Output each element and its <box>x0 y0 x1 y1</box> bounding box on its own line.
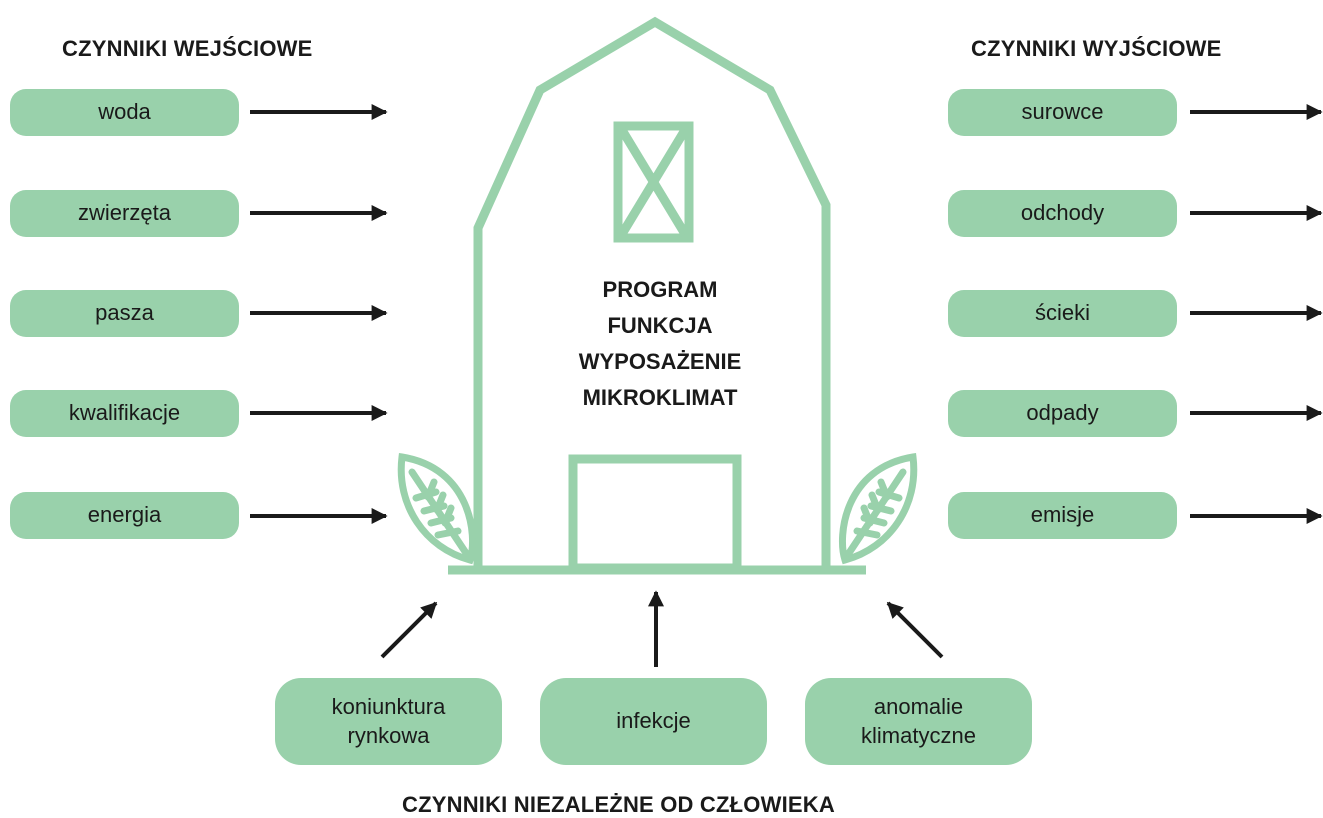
independent-item-infekcje: infekcje <box>540 678 767 765</box>
independent-item-koniunktura: koniunktura rynkowa <box>275 678 502 765</box>
output-item-emisje: emisje <box>948 492 1177 539</box>
input-item-zwierzeta: zwierzęta <box>10 190 239 237</box>
leaf-right-icon <box>839 452 918 565</box>
barn-label: PROGRAM FUNKCJA WYPOSAŻENIE MIKROKLIMAT <box>540 272 780 416</box>
input-item-energia: energia <box>10 492 239 539</box>
input-item-kwalifikacje: kwalifikacje <box>10 390 239 437</box>
inputs-heading: CZYNNIKI WEJŚCIOWE <box>62 36 313 61</box>
barn-line-mikroklimat: MIKROKLIMAT <box>582 385 738 410</box>
barn-line-funkcja: FUNKCJA <box>607 313 713 338</box>
input-item-woda: woda <box>10 89 239 136</box>
barn-line-program: PROGRAM <box>602 277 718 302</box>
outputs-heading: CZYNNIKI WYJŚCIOWE <box>971 36 1222 61</box>
output-item-surowce: surowce <box>948 89 1177 136</box>
independent-heading: CZYNNIKI NIEZALEŻNE OD CZŁOWIEKA <box>402 792 835 817</box>
independent-arrow <box>380 601 438 659</box>
output-item-odchody: odchody <box>948 190 1177 237</box>
barn-window-icon <box>613 121 694 243</box>
independent-item-anomalie: anomalie klimatyczne <box>805 678 1032 765</box>
barn-line-wyposazenie: WYPOSAŻENIE <box>578 349 742 374</box>
output-item-odpady: odpady <box>948 390 1177 437</box>
input-item-pasza: pasza <box>10 290 239 337</box>
independent-arrow <box>886 601 944 659</box>
output-item-scieki: ścieki <box>948 290 1177 337</box>
barn-icon <box>448 16 866 575</box>
leaf-left-icon <box>397 452 476 565</box>
